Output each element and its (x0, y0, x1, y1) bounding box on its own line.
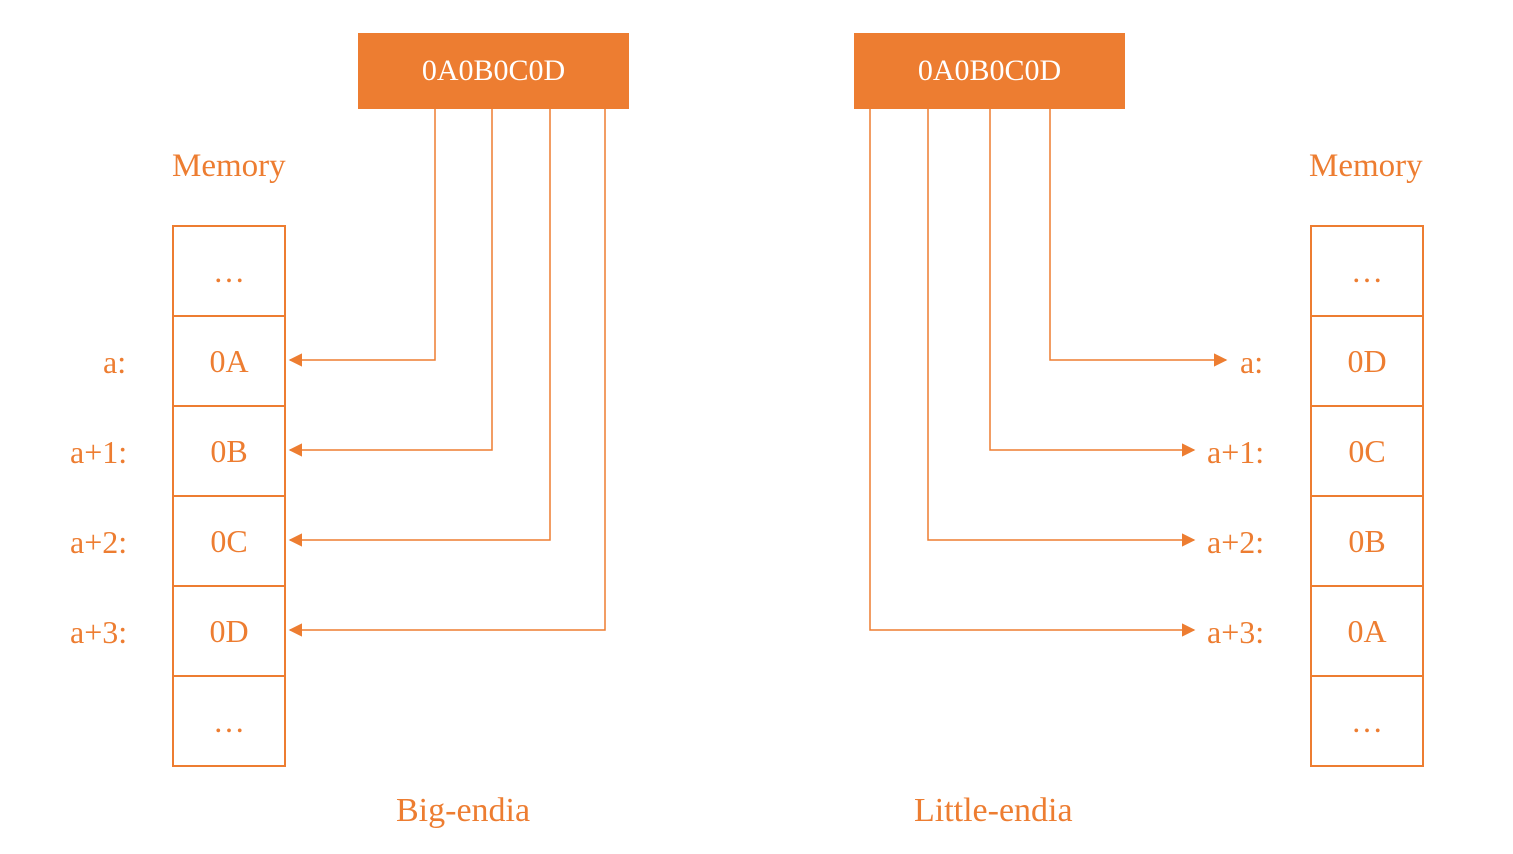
big-endian-connector-byte-0b (288, 109, 493, 457)
big-endian-memory-column: … 0A 0B 0C 0D … (172, 225, 286, 767)
little-endian-address-label: a+2: (1207, 524, 1265, 560)
little-endian-address-label: a+3: (1207, 614, 1265, 650)
memory-cell: 0A (1312, 587, 1422, 677)
little-endian-connector-byte-0a (869, 109, 1196, 637)
memory-cell: 0D (174, 587, 284, 677)
little-endian-word-box: 0A0B0C0D (854, 33, 1125, 109)
memory-cell: 0B (1312, 497, 1422, 587)
big-endian-connector-byte-0a (288, 109, 436, 367)
little-endian-connector-byte-0c (989, 109, 1196, 457)
little-endian-address-label: a+1: (1207, 434, 1265, 470)
big-endian-address-label: a+2: (70, 524, 128, 560)
little-endian-caption: Little-endia (914, 792, 1073, 829)
little-endian-connector-byte-0d (1049, 109, 1228, 367)
big-endian-memory-title: Memory (172, 148, 286, 184)
little-endian-memory-title: Memory (1309, 148, 1423, 184)
big-endian-address-label: a+3: (70, 614, 128, 650)
memory-cell: 0C (1312, 407, 1422, 497)
memory-cell: … (174, 227, 284, 317)
memory-cell: … (1351, 702, 1383, 739)
big-endian-caption: Big-endia (396, 792, 531, 829)
big-endian-address-label: a+1: (70, 434, 128, 470)
big-endian-connector-byte-0c (288, 109, 551, 547)
memory-cell: 0A (174, 317, 284, 407)
memory-cell: 0C (174, 497, 284, 587)
big-endian-word-box: 0A0B0C0D (358, 33, 629, 109)
little-endian-address-label: a: (1240, 344, 1264, 380)
big-endian-address-label: a: (103, 344, 127, 380)
little-endian-connector-byte-0b (927, 109, 1196, 547)
big-endian-connector-byte-0d (288, 109, 606, 637)
little-endian-memory-column: … 0D 0C 0B 0A … (1310, 225, 1424, 767)
memory-cell: … (1312, 227, 1422, 317)
memory-cell: 0D (1312, 317, 1422, 407)
memory-cell: 0B (174, 407, 284, 497)
memory-cell: … (213, 702, 245, 739)
